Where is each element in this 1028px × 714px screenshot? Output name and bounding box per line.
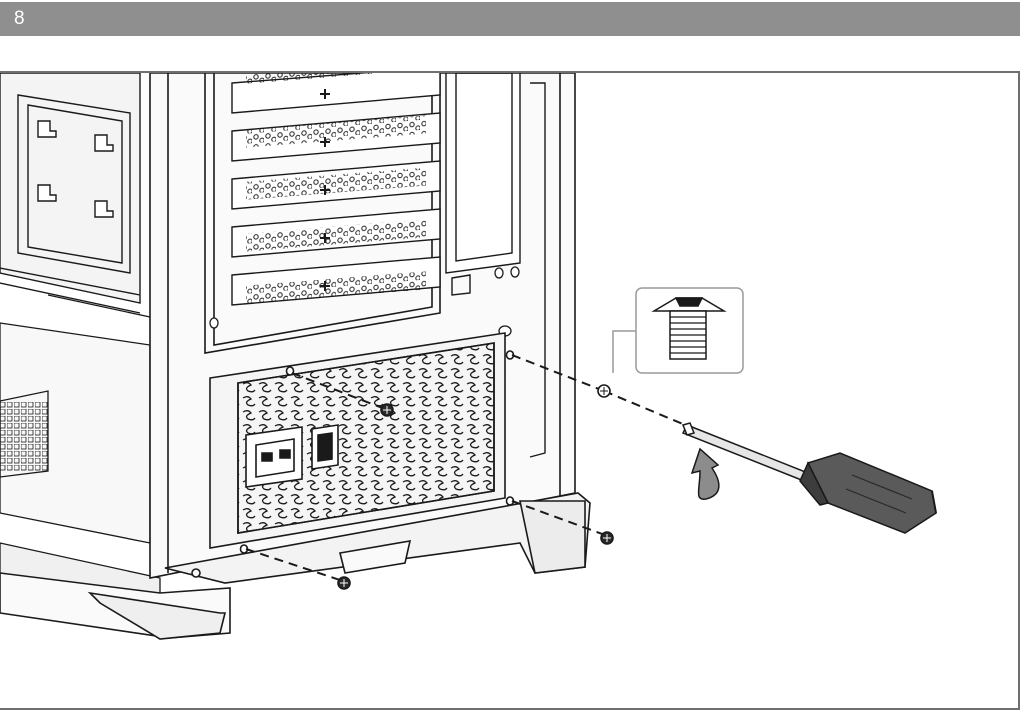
case-feet xyxy=(0,492,591,640)
psu-screw-bottom-left xyxy=(337,576,351,590)
screw-detail-icon xyxy=(612,287,744,374)
screwdriver-icon xyxy=(681,422,937,534)
step-header-bar: 8 xyxy=(0,2,1020,36)
guide-lines xyxy=(245,354,691,582)
power-supply-unit xyxy=(209,332,515,554)
rotate-clockwise-icon xyxy=(690,447,720,500)
step-number: 8 xyxy=(14,8,25,29)
psu-screw-top-left xyxy=(380,403,394,417)
slot-bracket xyxy=(445,73,546,458)
psu-screw-top-right xyxy=(597,384,611,398)
psu-shroud-interior xyxy=(0,294,161,614)
drive-cage xyxy=(0,73,141,314)
psu-installation-diagram xyxy=(0,73,937,640)
psu-screw-bottom-right xyxy=(600,531,614,545)
expansion-slot-covers xyxy=(231,73,441,306)
illustration-frame xyxy=(0,71,1020,710)
